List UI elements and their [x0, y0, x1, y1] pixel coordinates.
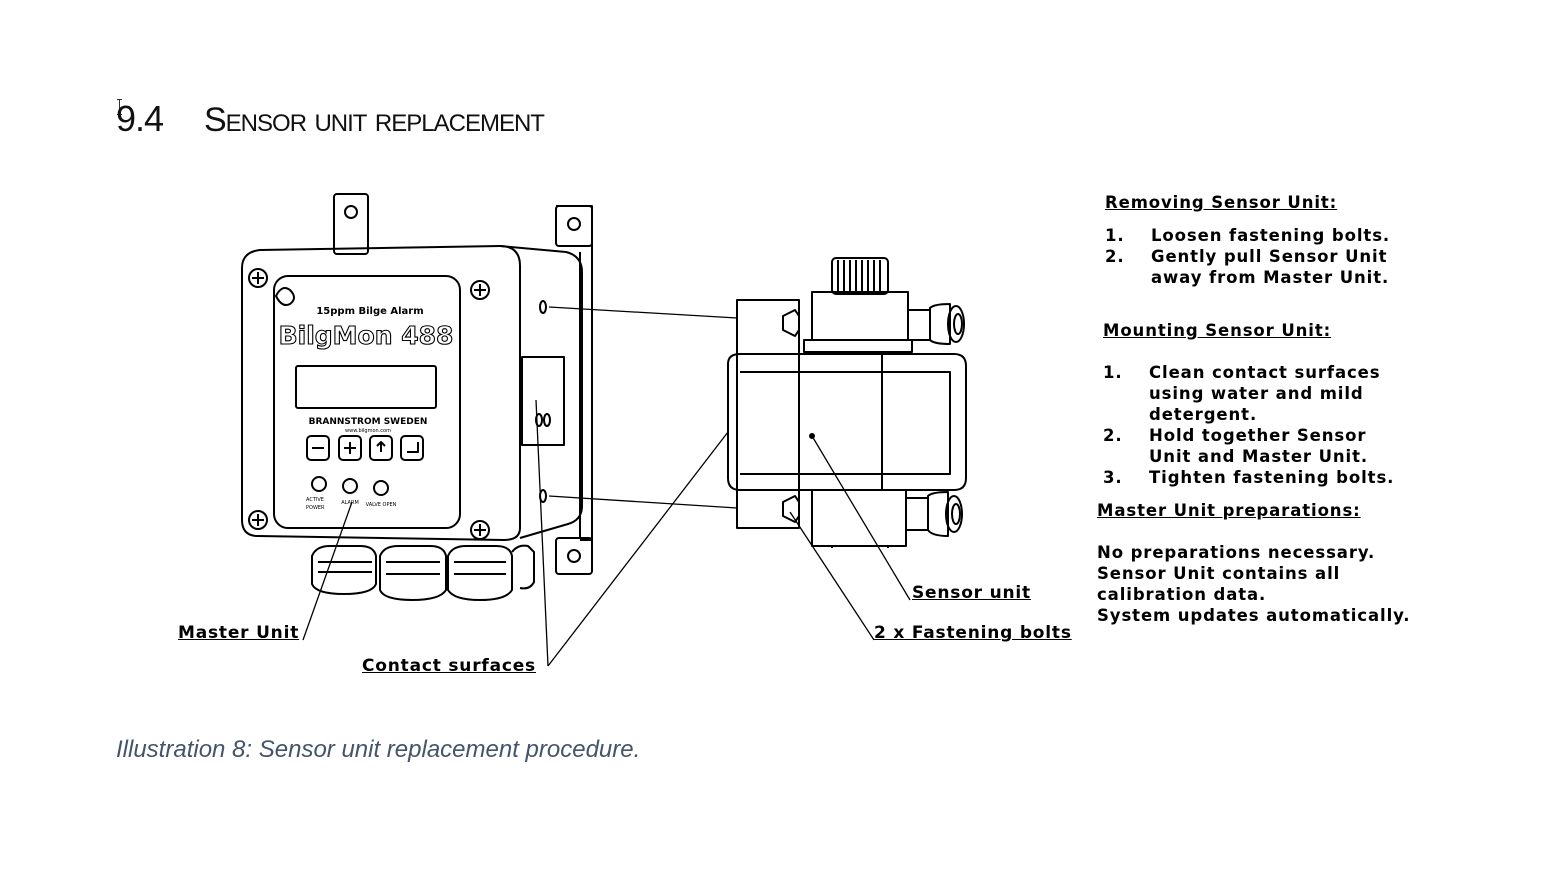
list-item: 2.Gently pull Sensor Unit away from Mast… [1105, 247, 1390, 287]
prep-line: System updates automatically. [1097, 606, 1411, 625]
led-label-valve: VALVE OPEN [366, 502, 397, 508]
sensor-unit-drawing [727, 257, 967, 548]
section-title: Sensor unit replacement [204, 101, 545, 139]
mounting-steps: 1.Clean contact surfaces using water and… [1103, 362, 1413, 488]
removing-sensor-section: Removing Sensor Unit: 1.Loosen fastening… [1105, 192, 1415, 288]
figure-caption: Illustration 8: Sensor unit replacement … [116, 736, 641, 763]
callout-sensor-unit: Sensor unit [912, 583, 1031, 603]
master-prep-text: No preparations necessary. Sensor Unit c… [1097, 542, 1411, 626]
master-prep-section: Master Unit preparations: No preparation… [1097, 500, 1427, 626]
device-brand: BRANNSTROM SWEDEN [309, 417, 428, 427]
master-prep-heading: Master Unit preparations: [1097, 501, 1361, 520]
mounting-sensor-section: Mounting Sensor Unit: 1.Clean contact su… [1103, 320, 1413, 488]
list-item: 1.Loosen fastening bolts. [1105, 226, 1391, 245]
status-legend-active: ACTIVE [306, 497, 324, 503]
mounting-bracket [333, 193, 593, 575]
cable-glands [311, 544, 535, 601]
device-label-large: BilgMon 488 [279, 321, 454, 350]
section-heading: 9.4 Sensor unit replacement [116, 98, 545, 140]
removing-steps: 1.Loosen fastening bolts. 2.Gently pull … [1105, 225, 1415, 288]
callout-fastening-bolts: 2 x Fastening bolts [874, 623, 1072, 643]
device-url: www.bilgmon.com [345, 428, 391, 434]
mounting-heading: Mounting Sensor Unit: [1103, 321, 1332, 340]
callout-contact-surfaces: Contact surfaces [362, 656, 536, 676]
led-label-alarm: ALARM [341, 500, 359, 506]
prep-line: No preparations necessary. [1097, 543, 1376, 562]
text-cursor [117, 99, 122, 115]
master-unit-box [241, 245, 583, 541]
device-label-small: 15ppm Bilge Alarm [316, 306, 423, 317]
list-item: 1.Clean contact surfaces using water and… [1103, 363, 1381, 424]
status-legend-power: POWER [306, 505, 325, 511]
prep-line: Sensor Unit contains all calibration dat… [1097, 564, 1341, 604]
list-item: 2.Hold together Sensor Unit and Master U… [1103, 426, 1369, 466]
callout-master-unit: Master Unit [178, 623, 300, 643]
leader-lines [302, 306, 911, 667]
section-number: 9.4 [116, 98, 164, 139]
removing-heading: Removing Sensor Unit: [1105, 193, 1338, 212]
list-item: 3.Tighten fastening bolts. [1103, 468, 1395, 487]
